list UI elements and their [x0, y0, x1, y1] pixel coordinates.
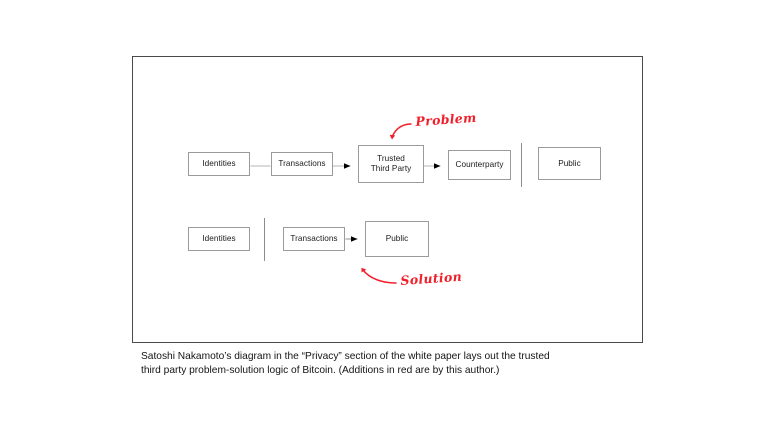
node-transactions-row1[interactable]: Transactions	[271, 152, 333, 176]
node-trusted-third-party[interactable]: Trusted Third Party	[358, 145, 424, 183]
node-transactions-row2[interactable]: Transactions	[283, 227, 345, 251]
node-label: Public	[558, 158, 581, 168]
caption-line-2: third party problem-solution logic of Bi…	[141, 365, 500, 377]
node-label: Counterparty	[455, 160, 504, 169]
node-counterparty[interactable]: Counterparty	[448, 150, 511, 180]
divider-row2	[264, 218, 265, 261]
problem-arrow	[391, 123, 412, 138]
node-label: Identities	[202, 234, 236, 243]
solution-arrowhead	[361, 267, 367, 273]
caption-line-1: Satoshi Nakamoto’s diagram in the “Priva…	[141, 351, 550, 362]
node-identities-row2[interactable]: Identities	[188, 227, 250, 251]
node-label: Transactions	[278, 159, 326, 168]
figure-frame	[132, 56, 643, 343]
node-public-row2[interactable]: Public	[365, 221, 429, 257]
divider-row1	[521, 143, 522, 187]
node-label: Transactions	[290, 234, 338, 243]
solution-arrow	[362, 269, 397, 284]
node-label: Public	[385, 234, 409, 243]
node-label-line1: Trusted	[377, 154, 405, 163]
figure-caption: Satoshi Nakamoto’s diagram in the “Priva…	[141, 350, 641, 379]
problem-arrowhead	[389, 134, 396, 140]
node-public-row1[interactable]: Public	[538, 147, 601, 180]
node-label-line2: Third Party	[370, 164, 412, 173]
node-identities-row1[interactable]: Identities	[188, 152, 250, 176]
node-label: Identities	[202, 159, 236, 168]
